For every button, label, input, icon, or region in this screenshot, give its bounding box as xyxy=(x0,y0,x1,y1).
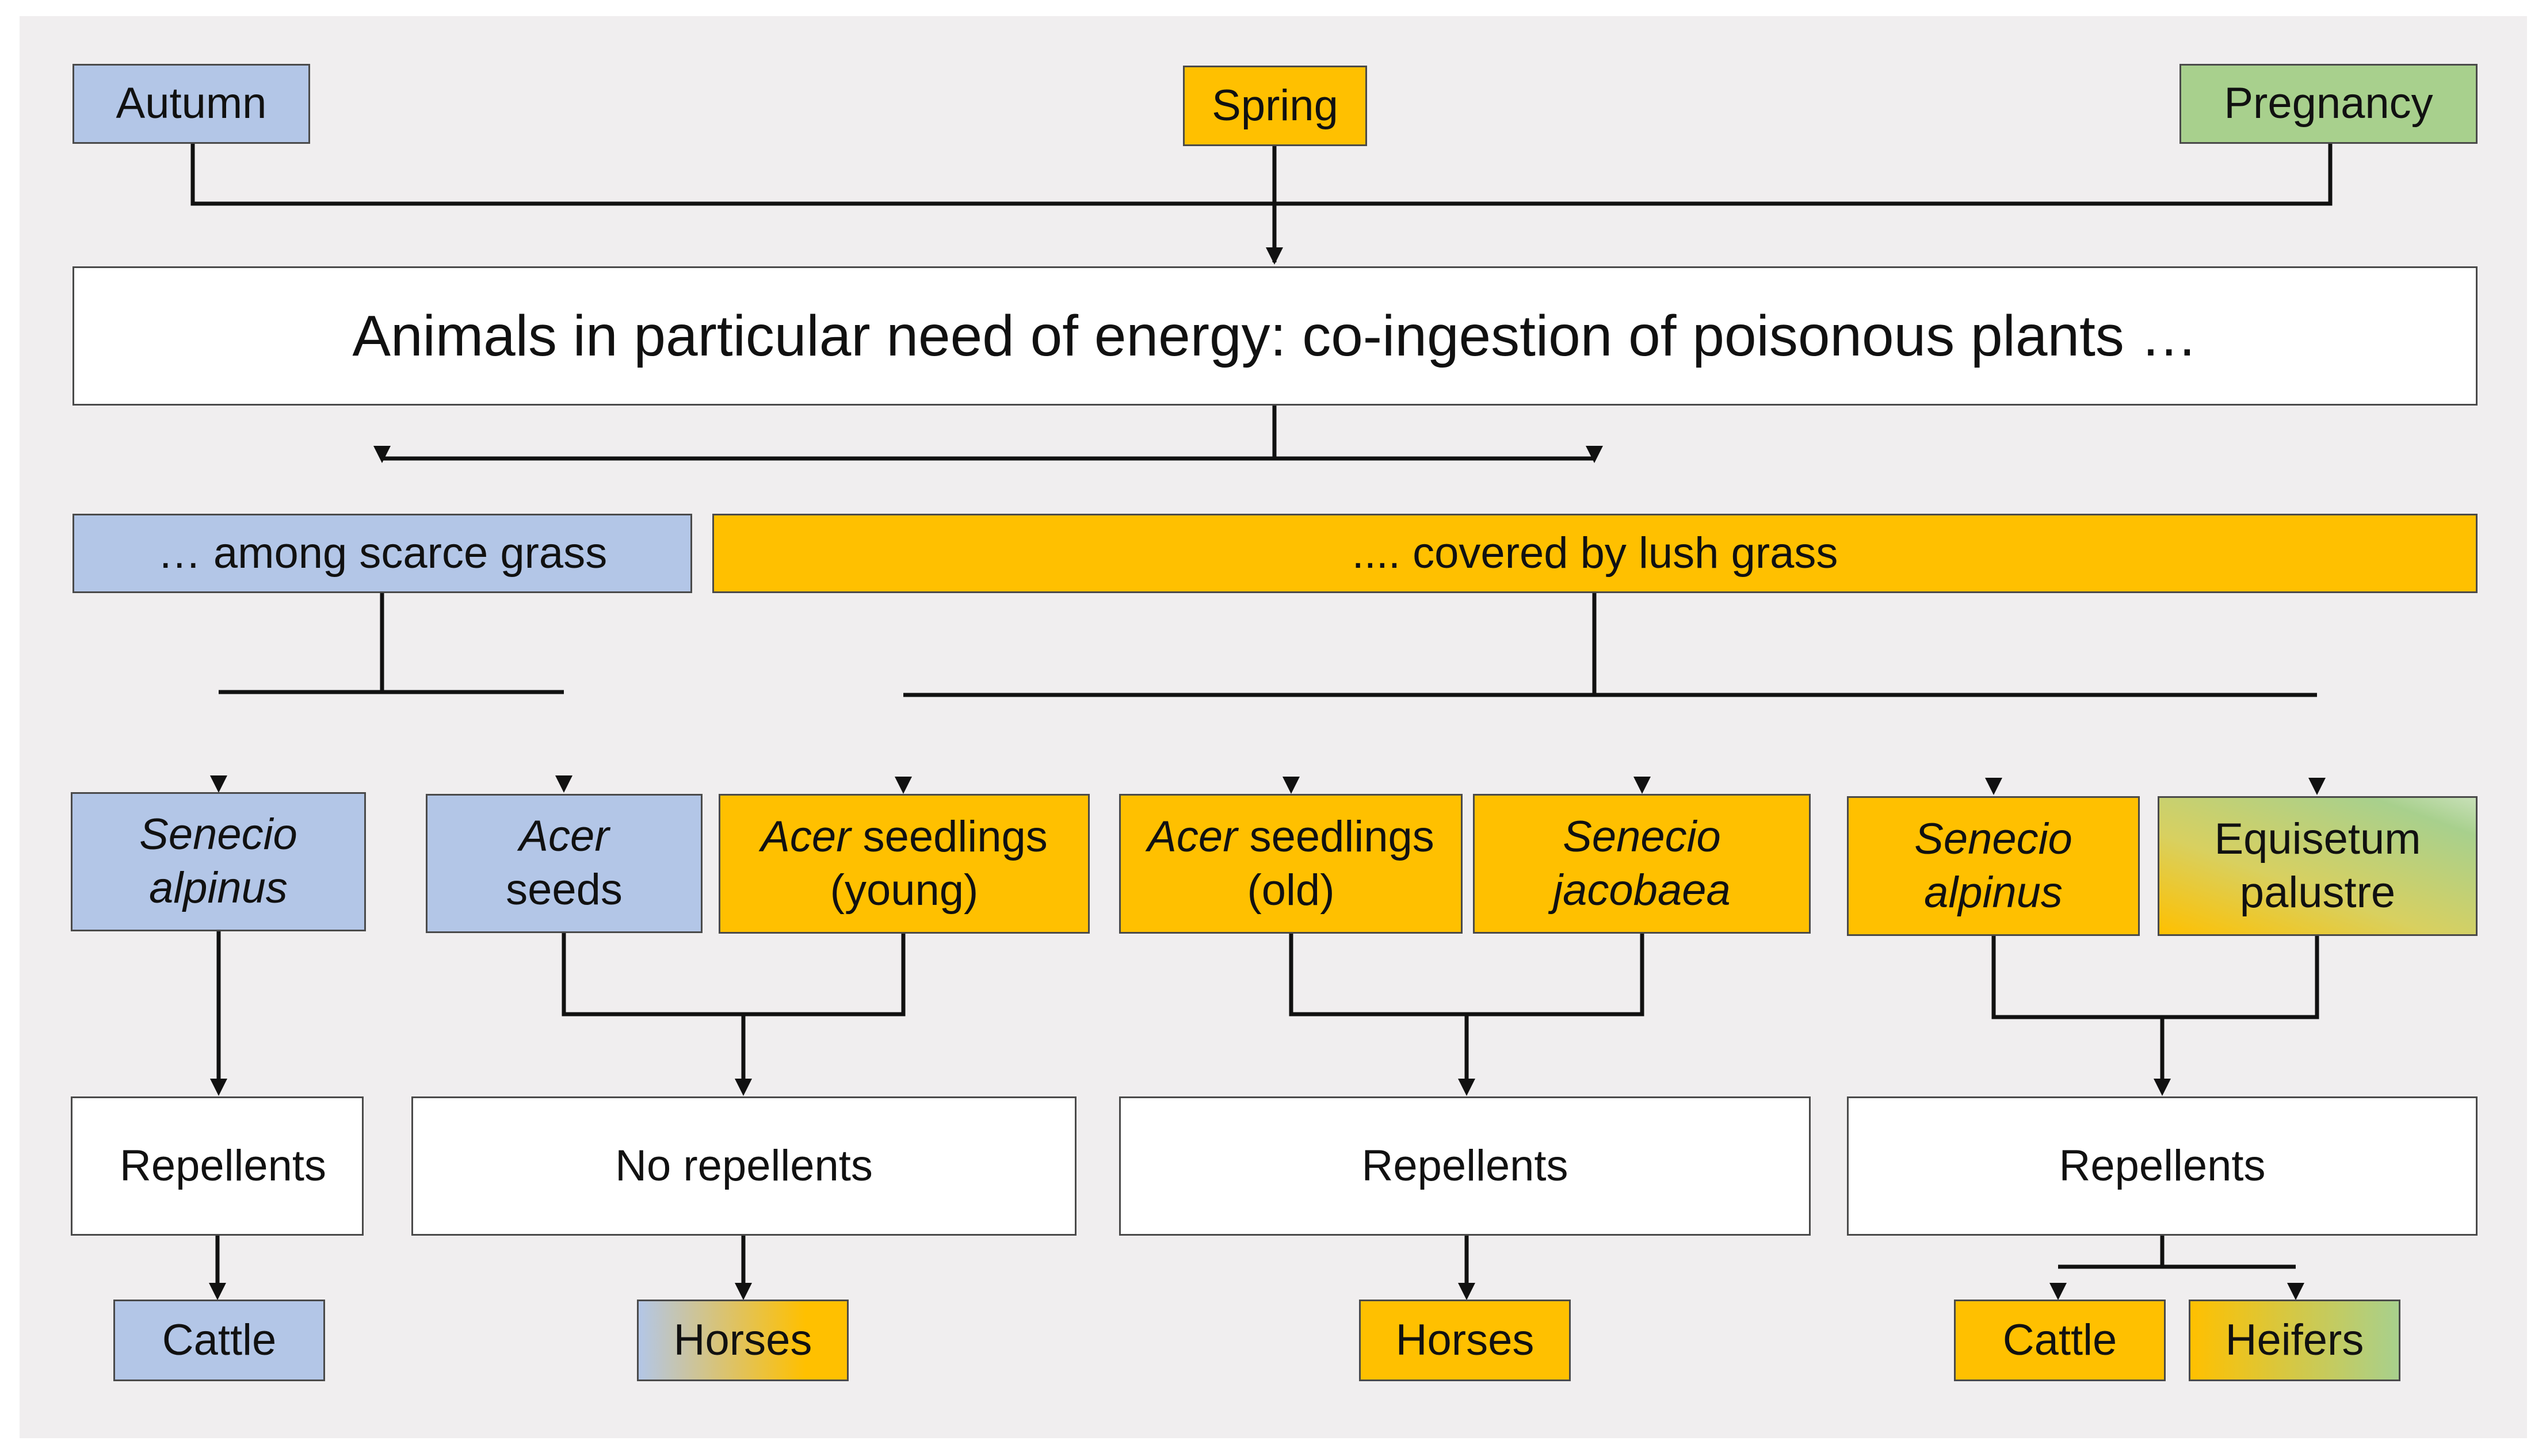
connector-scarce-split xyxy=(219,593,564,694)
scarce-grass-box: … among scarce grass xyxy=(72,514,692,593)
arrowhead xyxy=(1458,1283,1475,1300)
arrowhead xyxy=(555,775,572,793)
animal-label: Cattle xyxy=(2002,1315,2117,1365)
pregnancy-label: Pregnancy xyxy=(2224,79,2433,128)
main-title-box: Animals in particular need of energy: co… xyxy=(72,266,2478,406)
animal-label: Heifers xyxy=(2225,1315,2364,1365)
arrowhead xyxy=(373,446,391,463)
arrowhead xyxy=(1586,446,1603,463)
connector-pregnancy xyxy=(1274,143,2333,206)
plant-part: seeds xyxy=(506,865,623,914)
horses-box-1: Horses xyxy=(637,1300,849,1381)
lush-grass-box: .... covered by lush grass xyxy=(712,514,2478,593)
plant-species: alpinus xyxy=(149,863,288,912)
arrowhead xyxy=(2287,1283,2304,1300)
arrowhead xyxy=(209,1283,226,1300)
plant-genus: Senecio xyxy=(1914,814,2072,863)
heifers-box: Heifers xyxy=(2189,1300,2400,1381)
plant-line1: Acer seedlings xyxy=(1147,811,1434,864)
connector-main-split xyxy=(382,405,1594,461)
acer-seeds-box: Acer seeds xyxy=(426,794,703,933)
autumn-label: Autumn xyxy=(116,79,267,128)
connector-autumn xyxy=(190,143,1274,206)
arrowhead xyxy=(1985,778,2002,795)
plant-species: jacobaea xyxy=(1553,865,1731,915)
connector-acer-merge xyxy=(562,933,906,1087)
arrowhead xyxy=(1282,777,1300,794)
plant-genus: Acer xyxy=(519,812,609,861)
senecio-alpinus-scarce-box: Senecio alpinus xyxy=(71,792,366,931)
arrowhead xyxy=(210,775,227,793)
repellents-box-2: Repellents xyxy=(1119,1096,1811,1236)
spring-label: Spring xyxy=(1212,81,1338,130)
plant-genus: Senecio xyxy=(139,810,297,859)
plant-line1: Acer seedlings xyxy=(761,811,1048,864)
cattle-box-2: Cattle xyxy=(1954,1300,2166,1381)
acer-seedlings-old-box: Acer seedlings (old) xyxy=(1119,794,1463,934)
scarce-grass-label: … among scarce grass xyxy=(157,528,608,578)
plant-age: (old) xyxy=(1247,865,1335,915)
pregnancy-box: Pregnancy xyxy=(2179,64,2478,144)
arrowhead xyxy=(895,777,912,794)
arrowhead xyxy=(1458,1079,1475,1096)
arrowhead xyxy=(1266,247,1283,265)
outcome-label: No repellents xyxy=(615,1141,873,1190)
arrowhead xyxy=(735,1079,752,1096)
arrowhead xyxy=(2308,778,2326,795)
plant-species: palustre xyxy=(2239,868,2396,917)
senecio-jacobaea-box: Senecio jacobaea xyxy=(1473,794,1811,934)
no-repellents-box: No repellents xyxy=(411,1096,1077,1236)
horses-box-2: Horses xyxy=(1359,1300,1571,1381)
connector-lush-split xyxy=(903,593,2317,697)
outcome-label: Repellents xyxy=(119,1141,327,1190)
arrowhead xyxy=(2154,1079,2171,1096)
connector-repellents-split xyxy=(2058,1235,2296,1269)
senecio-alpinus-lush-box: Senecio alpinus xyxy=(1847,796,2140,936)
acer-seedlings-young-box: Acer seedlings (young) xyxy=(719,794,1090,934)
connector-old-jacobaea-merge xyxy=(1289,933,1644,1087)
repellents-box-3: Repellents xyxy=(1847,1096,2478,1236)
cattle-box-1: Cattle xyxy=(113,1300,325,1381)
arrowhead xyxy=(210,1079,227,1096)
plant-part: seedlings xyxy=(850,812,1048,861)
equisetum-palustre-box: Equisetum palustre xyxy=(2158,796,2478,936)
lush-grass-label: .... covered by lush grass xyxy=(1352,528,1838,578)
spring-box: Spring xyxy=(1183,66,1367,146)
arrowhead xyxy=(2049,1283,2067,1300)
plant-species: alpinus xyxy=(1924,868,2063,917)
main-title: Animals in particular need of energy: co… xyxy=(352,304,2198,368)
animal-label: Horses xyxy=(1395,1315,1535,1365)
animal-label: Horses xyxy=(673,1315,812,1365)
plant-genus: Acer xyxy=(1147,812,1238,861)
plant-genus: Equisetum xyxy=(2214,814,2421,863)
arrowhead xyxy=(1633,777,1651,794)
connector-alpinus-equisetum-merge xyxy=(1991,935,2319,1087)
plant-part: seedlings xyxy=(1237,812,1434,861)
plant-genus: Acer xyxy=(761,812,851,861)
outcome-label: Repellents xyxy=(2059,1141,2266,1190)
autumn-box: Autumn xyxy=(72,64,310,144)
animal-label: Cattle xyxy=(162,1315,277,1365)
arrowhead xyxy=(735,1283,752,1300)
outcome-label: Repellents xyxy=(1361,1141,1568,1190)
plant-genus: Senecio xyxy=(1563,812,1721,861)
plant-age: (young) xyxy=(830,865,979,915)
repellents-box-1: Repellents xyxy=(71,1096,364,1236)
